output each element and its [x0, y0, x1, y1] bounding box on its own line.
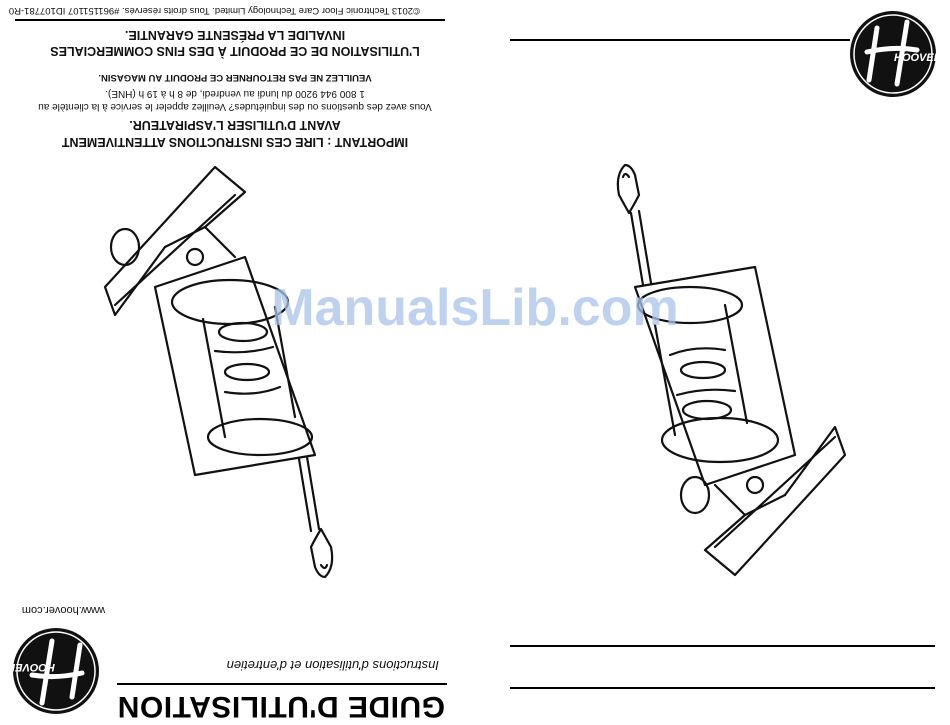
important-notice: IMPORTANT : LIRE CES INSTRUCTIONS ATTENT… — [61, 118, 409, 149]
vacuum-illustration-right — [595, 155, 855, 585]
guide-title: GUIDE D'UTILISATION — [117, 690, 445, 723]
footer-rule — [15, 19, 445, 21]
hoover-logo: HOOVER — [847, 8, 942, 105]
left-page-flipped-content: HOOVER www.hoover.com GUIDE D'UTILISATIO… — [7, 5, 447, 723]
hoover-logo: HOOVER — [7, 620, 102, 717]
left-page-cover: HOOVER www.hoover.com GUIDE D'UTILISATIO… — [7, 5, 447, 723]
vacuum-illustration-left — [95, 157, 355, 587]
bottom-rule-1 — [510, 645, 935, 647]
return-notice: VEUILLEZ NE PAS RETOURNER CE PRODUIT AU … — [98, 72, 372, 83]
commercial-use-warning: L'UTILISATION DE CE PRODUIT À DES FINS C… — [50, 28, 420, 58]
logo-wordmark: HOOVER — [10, 661, 55, 673]
website-url: www.hoover.com — [21, 604, 105, 616]
logo-wordmark: HOOVER — [894, 52, 939, 64]
top-rule — [510, 39, 850, 41]
copyright-line: ©2013 Techtronic Floor Care Technology L… — [8, 5, 420, 16]
bottom-rule-2 — [510, 687, 935, 689]
title-underline — [117, 683, 447, 685]
right-page-cover: HOOVER — [475, 0, 950, 725]
customer-service-contact: Vous avez des questions ou des inquiétud… — [38, 88, 432, 112]
guide-subtitle: Instructions d'utilisation et d'entretie… — [226, 658, 439, 673]
